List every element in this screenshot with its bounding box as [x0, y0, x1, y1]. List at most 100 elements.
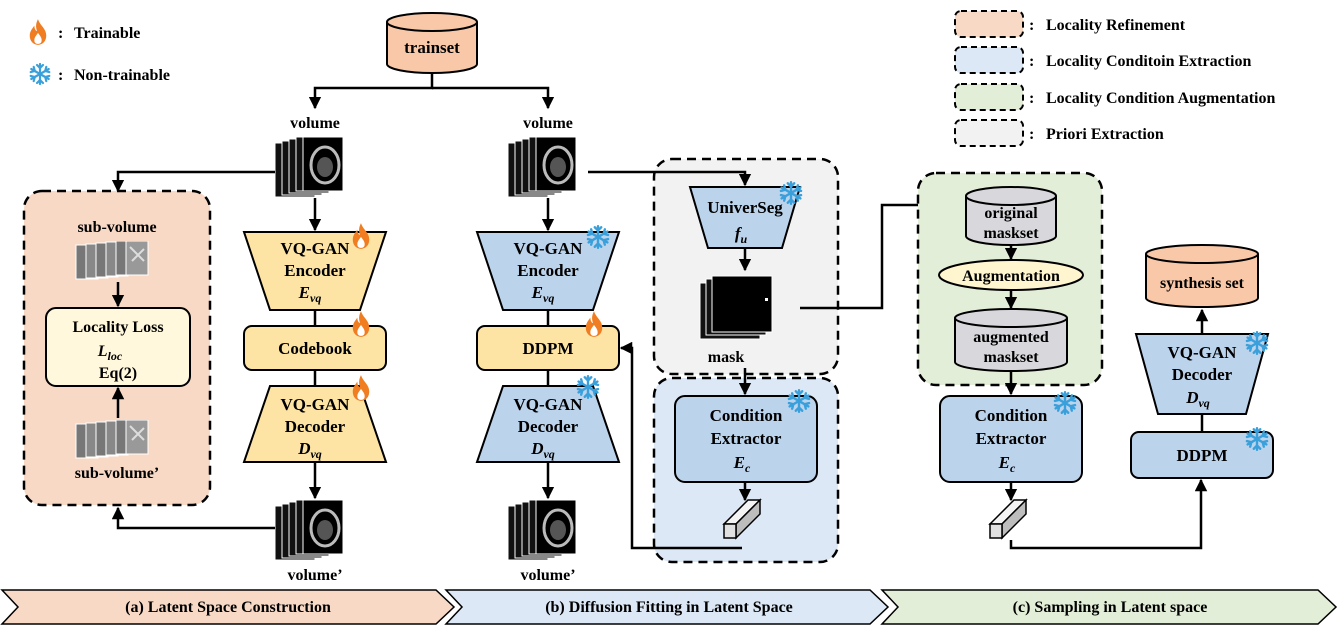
universeg-label: UniverSeg [707, 198, 783, 217]
synthesis-set-label: synthesis set [1160, 275, 1245, 292]
c-condition-extractor-symbol: Ec [998, 453, 1016, 475]
c-ddpm-box [1130, 431, 1274, 479]
legend-swatch-orange [954, 10, 1024, 38]
a-encoder-symbol: Evq [298, 283, 322, 305]
legend-sep: : [1029, 126, 1034, 143]
legend-sep: : [1029, 53, 1034, 70]
b-condition-extractor-line2: Extractor [711, 429, 782, 448]
legend-swatch-blue [954, 46, 1024, 74]
b-encoder-line2: Encoder [517, 261, 579, 280]
legend-non-trainable: Non-trainable [74, 67, 170, 84]
trainset-split-arrows [308, 73, 555, 110]
b-decoder-line2: Decoder [518, 417, 579, 436]
fire-icon [585, 311, 603, 337]
a-encoder-trapezoid [242, 231, 388, 311]
augmented-maskset-line1: augmented [973, 329, 1049, 346]
banner-a [0, 589, 456, 625]
vector-to-c-ddpm-arrow [1009, 478, 1208, 550]
legend-trainable: Trainable [74, 25, 140, 42]
legend-sep: : [1029, 17, 1034, 34]
legend-locality-condition-augmentation: Locality Condition Augmentation [1046, 90, 1275, 107]
original-maskset-cylinder: original maskset [965, 186, 1057, 246]
b-decoder-symbol: Dvq [530, 439, 555, 461]
a-decoder-trapezoid [242, 385, 388, 463]
augmented-maskset-line2: maskset [983, 349, 1039, 366]
mask-label: mask [708, 349, 745, 366]
universeg-trapezoid [688, 186, 802, 249]
augmentation-label: Augmentation [962, 268, 1060, 285]
trainset-cylinder: trainset [386, 12, 478, 74]
legend-locality-condition-extraction: Locality Conditoin Extraction [1046, 53, 1251, 70]
b-volume-prime-label: volume’ [520, 567, 575, 584]
b-volume-image [508, 137, 578, 197]
c-decoder-symbol: Dvq [1185, 388, 1210, 410]
b-condition-extractor-symbol: Ec [733, 453, 751, 475]
c-condition-extractor-line2: Extractor [976, 429, 1047, 448]
sub-volume-image [74, 241, 150, 281]
legend-sep: : [58, 67, 63, 84]
legend-locality-refinement: Locality Refinement [1046, 17, 1186, 34]
b-encoder-trapezoid [475, 231, 621, 311]
sub-volume-prime-label: sub-volume’ [75, 465, 159, 482]
locality-loss-eq: Eq(2) [99, 365, 137, 382]
a-volume-prime-label: volume’ [287, 567, 342, 584]
vector-to-ddpm-arrow [619, 341, 742, 550]
legend-sep: : [58, 25, 63, 42]
a-volume-image [275, 137, 345, 197]
banner-c-label: (c) Sampling in Latent space [1013, 599, 1208, 616]
mask-image [699, 275, 773, 340]
sub-volume-label: sub-volume [77, 219, 156, 236]
banner-b-label: (b) Diffusion Fitting in Latent Space [545, 599, 793, 616]
legend: : Trainable : Non-trainable : Locality R… [29, 10, 1275, 147]
b-encoder-symbol: Evq [531, 283, 555, 305]
a-encoder-line2: Encoder [284, 261, 346, 280]
banner-a-label: (a) Latent Space Construction [125, 599, 331, 616]
c-decoder-trapezoid [1134, 333, 1270, 415]
b-ddpm-box [476, 325, 620, 371]
legend-sep: : [1029, 90, 1034, 107]
a-decoder-line2: Decoder [285, 417, 346, 436]
c-condition-extractor-line1: Condition [975, 406, 1048, 425]
fire-icon [352, 375, 370, 401]
banner-c [880, 589, 1338, 625]
locality-loss-box [45, 307, 191, 387]
fire-icon [29, 19, 47, 45]
b-encoder-line1: VQ-GAN [514, 239, 584, 258]
b-condition-vector [722, 498, 762, 540]
c-condition-vector [988, 498, 1028, 540]
c-decoder-line2: Decoder [1172, 365, 1233, 384]
a-encoder-line1: VQ-GAN [281, 239, 351, 258]
original-maskset-line1: original [984, 205, 1038, 222]
locality-loss-symbol: Lloc [97, 343, 123, 363]
snowflake-icon [29, 62, 51, 86]
legend-priori-extraction: Priori Extraction [1046, 126, 1164, 143]
a-volume-label: volume [290, 115, 340, 132]
b-volume-label: volume [523, 115, 573, 132]
b-ddpm-label: DDPM [523, 339, 574, 358]
legend-swatch-green [954, 83, 1024, 111]
a-decoder-line1: VQ-GAN [281, 395, 351, 414]
b-decoder-trapezoid [475, 385, 621, 463]
trainset-label: trainset [404, 38, 460, 57]
legend-swatch-gray [954, 119, 1024, 147]
a-arrows [111, 170, 322, 530]
banner-b [444, 589, 890, 625]
a-volume-prime-image [275, 500, 345, 560]
original-maskset-line2: maskset [983, 225, 1039, 242]
c-decoder-line1: VQ-GAN [1168, 343, 1238, 362]
c-ddpm-label: DDPM [1177, 446, 1228, 465]
locality-loss-title: Locality Loss [72, 319, 163, 336]
fire-icon [352, 311, 370, 337]
codebook-box [243, 325, 387, 371]
sub-volume-prime-image [74, 420, 150, 460]
fire-icon [352, 223, 370, 249]
section-banners: (a) Latent Space Construction (b) Diffus… [0, 589, 1338, 625]
universeg-symbol: fu [735, 224, 748, 246]
b-condition-extractor-line1: Condition [710, 406, 783, 425]
codebook-label: Codebook [278, 339, 352, 358]
b-decoder-line1: VQ-GAN [514, 395, 584, 414]
augmented-maskset-cylinder: augmented maskset [954, 308, 1068, 372]
b-volume-prime-image [508, 500, 578, 560]
a-decoder-symbol: Dvq [297, 439, 322, 461]
